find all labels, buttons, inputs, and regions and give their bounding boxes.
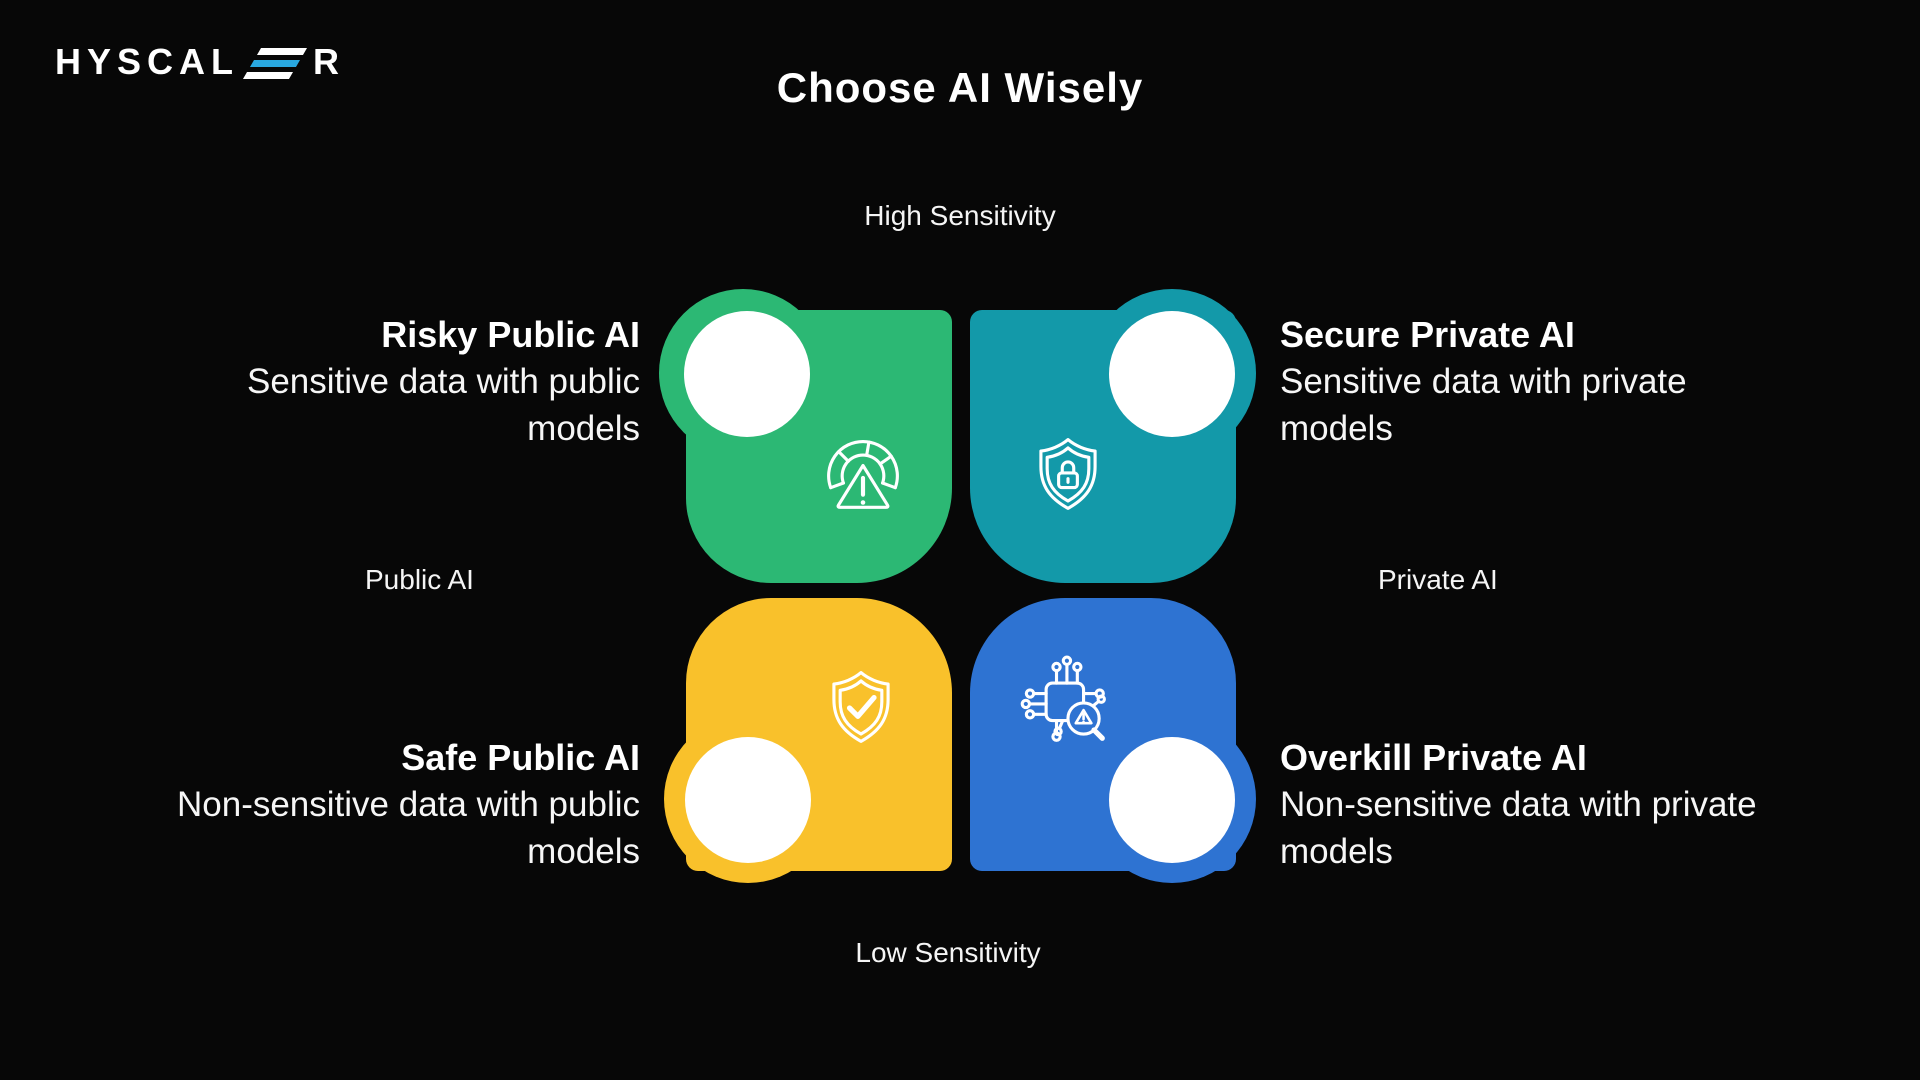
axis-label-low-sensitivity: Low Sensitivity: [855, 937, 1041, 968]
quadrant-risky-description: Sensitive data with public models: [247, 362, 640, 448]
quadrant-secure-description: Sensitive data with private models: [1280, 362, 1687, 448]
logo-e-bar-top: [256, 47, 308, 55]
quadrant-overkill-description: Non-sensitive data with private models: [1280, 785, 1757, 871]
axis-label-high-sensitivity: High Sensitivity: [864, 200, 1056, 231]
quadrant-overkill-title: Overkill Private AI: [1280, 737, 1587, 778]
quadrant-safe-title: Safe Public AI: [401, 737, 640, 778]
quadrant-safe-description: Non-sensitive data with public models: [176, 785, 640, 871]
chip-scan-icon: [1017, 654, 1121, 758]
quadrant-risky-circle: [684, 311, 810, 437]
quadrant-secure-circle: [1109, 311, 1235, 437]
shield-lock-icon: [1018, 425, 1118, 525]
quadrant-safe-circle: [685, 737, 811, 863]
quadrant-secure-title: Secure Private AI: [1280, 314, 1575, 355]
quadrant-overkill-label: Overkill Private AI Non-sensitive data w…: [1280, 735, 1790, 875]
quadrant-secure-label: Secure Private AI Sensitive data with pr…: [1280, 312, 1720, 452]
shield-check-icon: [811, 658, 911, 758]
quadrant-safe-label: Safe Public AI Non-sensitive data with p…: [160, 735, 640, 875]
axis-label-private-ai: Private AI: [1378, 564, 1498, 595]
logo-word-start: HYSCAL: [55, 41, 240, 82]
quadrant-risky-title: Risky Public AI: [381, 314, 640, 355]
axis-label-public-ai: Public AI: [365, 564, 474, 595]
quadrant-risky-label: Risky Public AI Sensitive data with publ…: [200, 312, 640, 452]
hyscaler-logo: HYSCAL R: [55, 44, 345, 80]
quadrant-overkill-circle: [1109, 737, 1235, 863]
page-title: Choose AI Wisely: [776, 64, 1144, 111]
gauge-warning-icon: [813, 428, 913, 528]
logo-word-end: R: [313, 41, 346, 82]
